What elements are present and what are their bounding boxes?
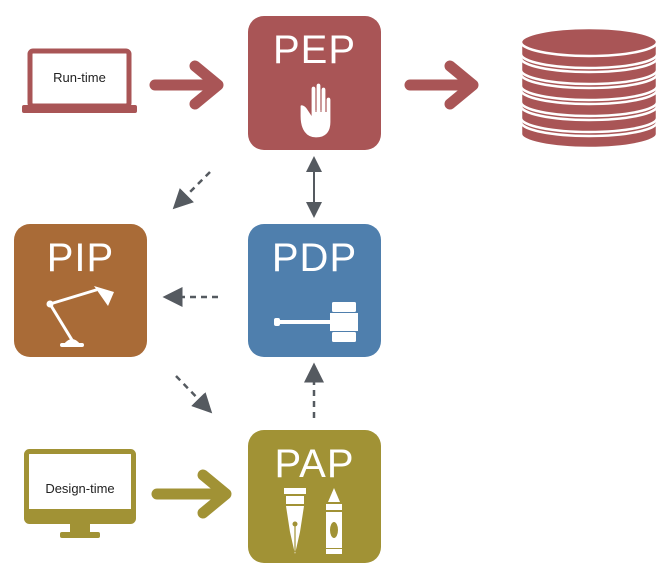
runtime-source: Run-time xyxy=(22,48,137,116)
pep-title: PEP xyxy=(272,28,357,72)
pdp-title: PDP xyxy=(271,236,358,280)
laptop-icon xyxy=(22,48,137,113)
designtime-label: Design-time xyxy=(45,481,115,496)
gavel-icon xyxy=(274,302,358,342)
pep-to-database-arrow xyxy=(404,60,479,110)
pep-to-pip-dashed-arrow xyxy=(172,171,211,210)
lamp-icon xyxy=(46,286,114,347)
hand-icon xyxy=(299,82,332,139)
pen-and-crayon-icon xyxy=(284,488,342,554)
pip-title: PIP xyxy=(46,236,115,280)
pap-tile: PAP xyxy=(248,430,381,563)
pap-title: PAP xyxy=(274,442,355,486)
runtime-label: Run-time xyxy=(53,70,106,85)
monitor-icon xyxy=(24,449,136,538)
designtime-source: Design-time xyxy=(24,449,136,541)
pdp-tile: PDP xyxy=(248,224,381,357)
pep-tile: PEP xyxy=(248,16,381,150)
database-icon xyxy=(519,26,659,150)
pip-tile: PIP xyxy=(14,224,147,357)
runtime-to-pep-arrow xyxy=(149,60,224,110)
pip-to-pap-dashed-arrow xyxy=(175,375,213,414)
designtime-to-pap-arrow xyxy=(151,469,232,519)
